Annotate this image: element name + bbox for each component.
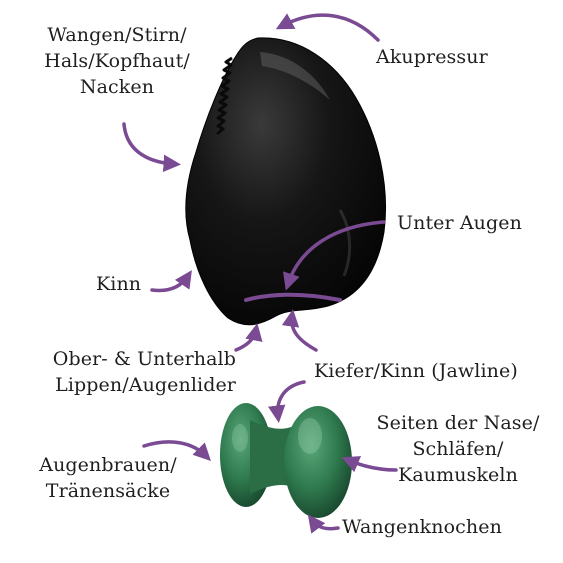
jawline-indicator-line bbox=[244, 292, 342, 302]
arrow-kiefer-up bbox=[281, 309, 318, 352]
label-augenbrauen-line2: Tränensäcke bbox=[45, 480, 171, 502]
label-seiten-line3: Kaumuskeln bbox=[398, 464, 518, 486]
label-kiefer: Kiefer/Kinn (Jawline) bbox=[314, 360, 518, 382]
label-augenbrauen: Augenbrauen/ Tränensäcke bbox=[18, 452, 198, 504]
label-akupressur: Akupressur bbox=[376, 46, 488, 68]
arrow-kinn bbox=[150, 270, 192, 293]
arrow-unter-augen bbox=[283, 220, 386, 291]
label-wangen-line2: Hals/Kopfhaut/ bbox=[44, 50, 190, 72]
arrow-kiefer-down bbox=[268, 380, 306, 423]
label-wangen-line1: Wangen/Stirn/ bbox=[47, 24, 187, 46]
label-lippen: Ober- & Unterhalb Lippen/Augenlider bbox=[22, 346, 236, 398]
label-lippen-line2: Lippen/Augenlider bbox=[55, 374, 236, 396]
label-kinn: Kinn bbox=[96, 273, 142, 295]
label-seiten: Seiten der Nase/ Schläfen/ Kaumuskeln bbox=[358, 410, 558, 488]
label-seiten-line2: Schläfen/ bbox=[412, 438, 504, 460]
label-wangenknochen: Wangenknochen bbox=[342, 516, 502, 538]
arrow-augenbrauen bbox=[142, 440, 211, 461]
arrow-akupressur bbox=[275, 13, 380, 42]
label-lippen-line1: Ober- & Unterhalb bbox=[52, 348, 236, 370]
label-wangen: Wangen/Stirn/ Hals/Kopfhaut/ Nacken bbox=[22, 22, 212, 100]
arrow-wangen bbox=[122, 122, 181, 173]
arrow-wangenknochen bbox=[307, 514, 340, 534]
arrow-lippen bbox=[234, 323, 263, 352]
label-unter-augen: Unter Augen bbox=[397, 212, 522, 234]
label-augenbrauen-line1: Augenbrauen/ bbox=[39, 454, 177, 476]
jade-mushroom bbox=[220, 403, 352, 518]
label-seiten-line1: Seiten der Nase/ bbox=[376, 412, 540, 434]
gua-sha-stone bbox=[185, 37, 387, 326]
label-wangen-line3: Nacken bbox=[79, 76, 155, 98]
arrow-seiten bbox=[341, 456, 398, 473]
